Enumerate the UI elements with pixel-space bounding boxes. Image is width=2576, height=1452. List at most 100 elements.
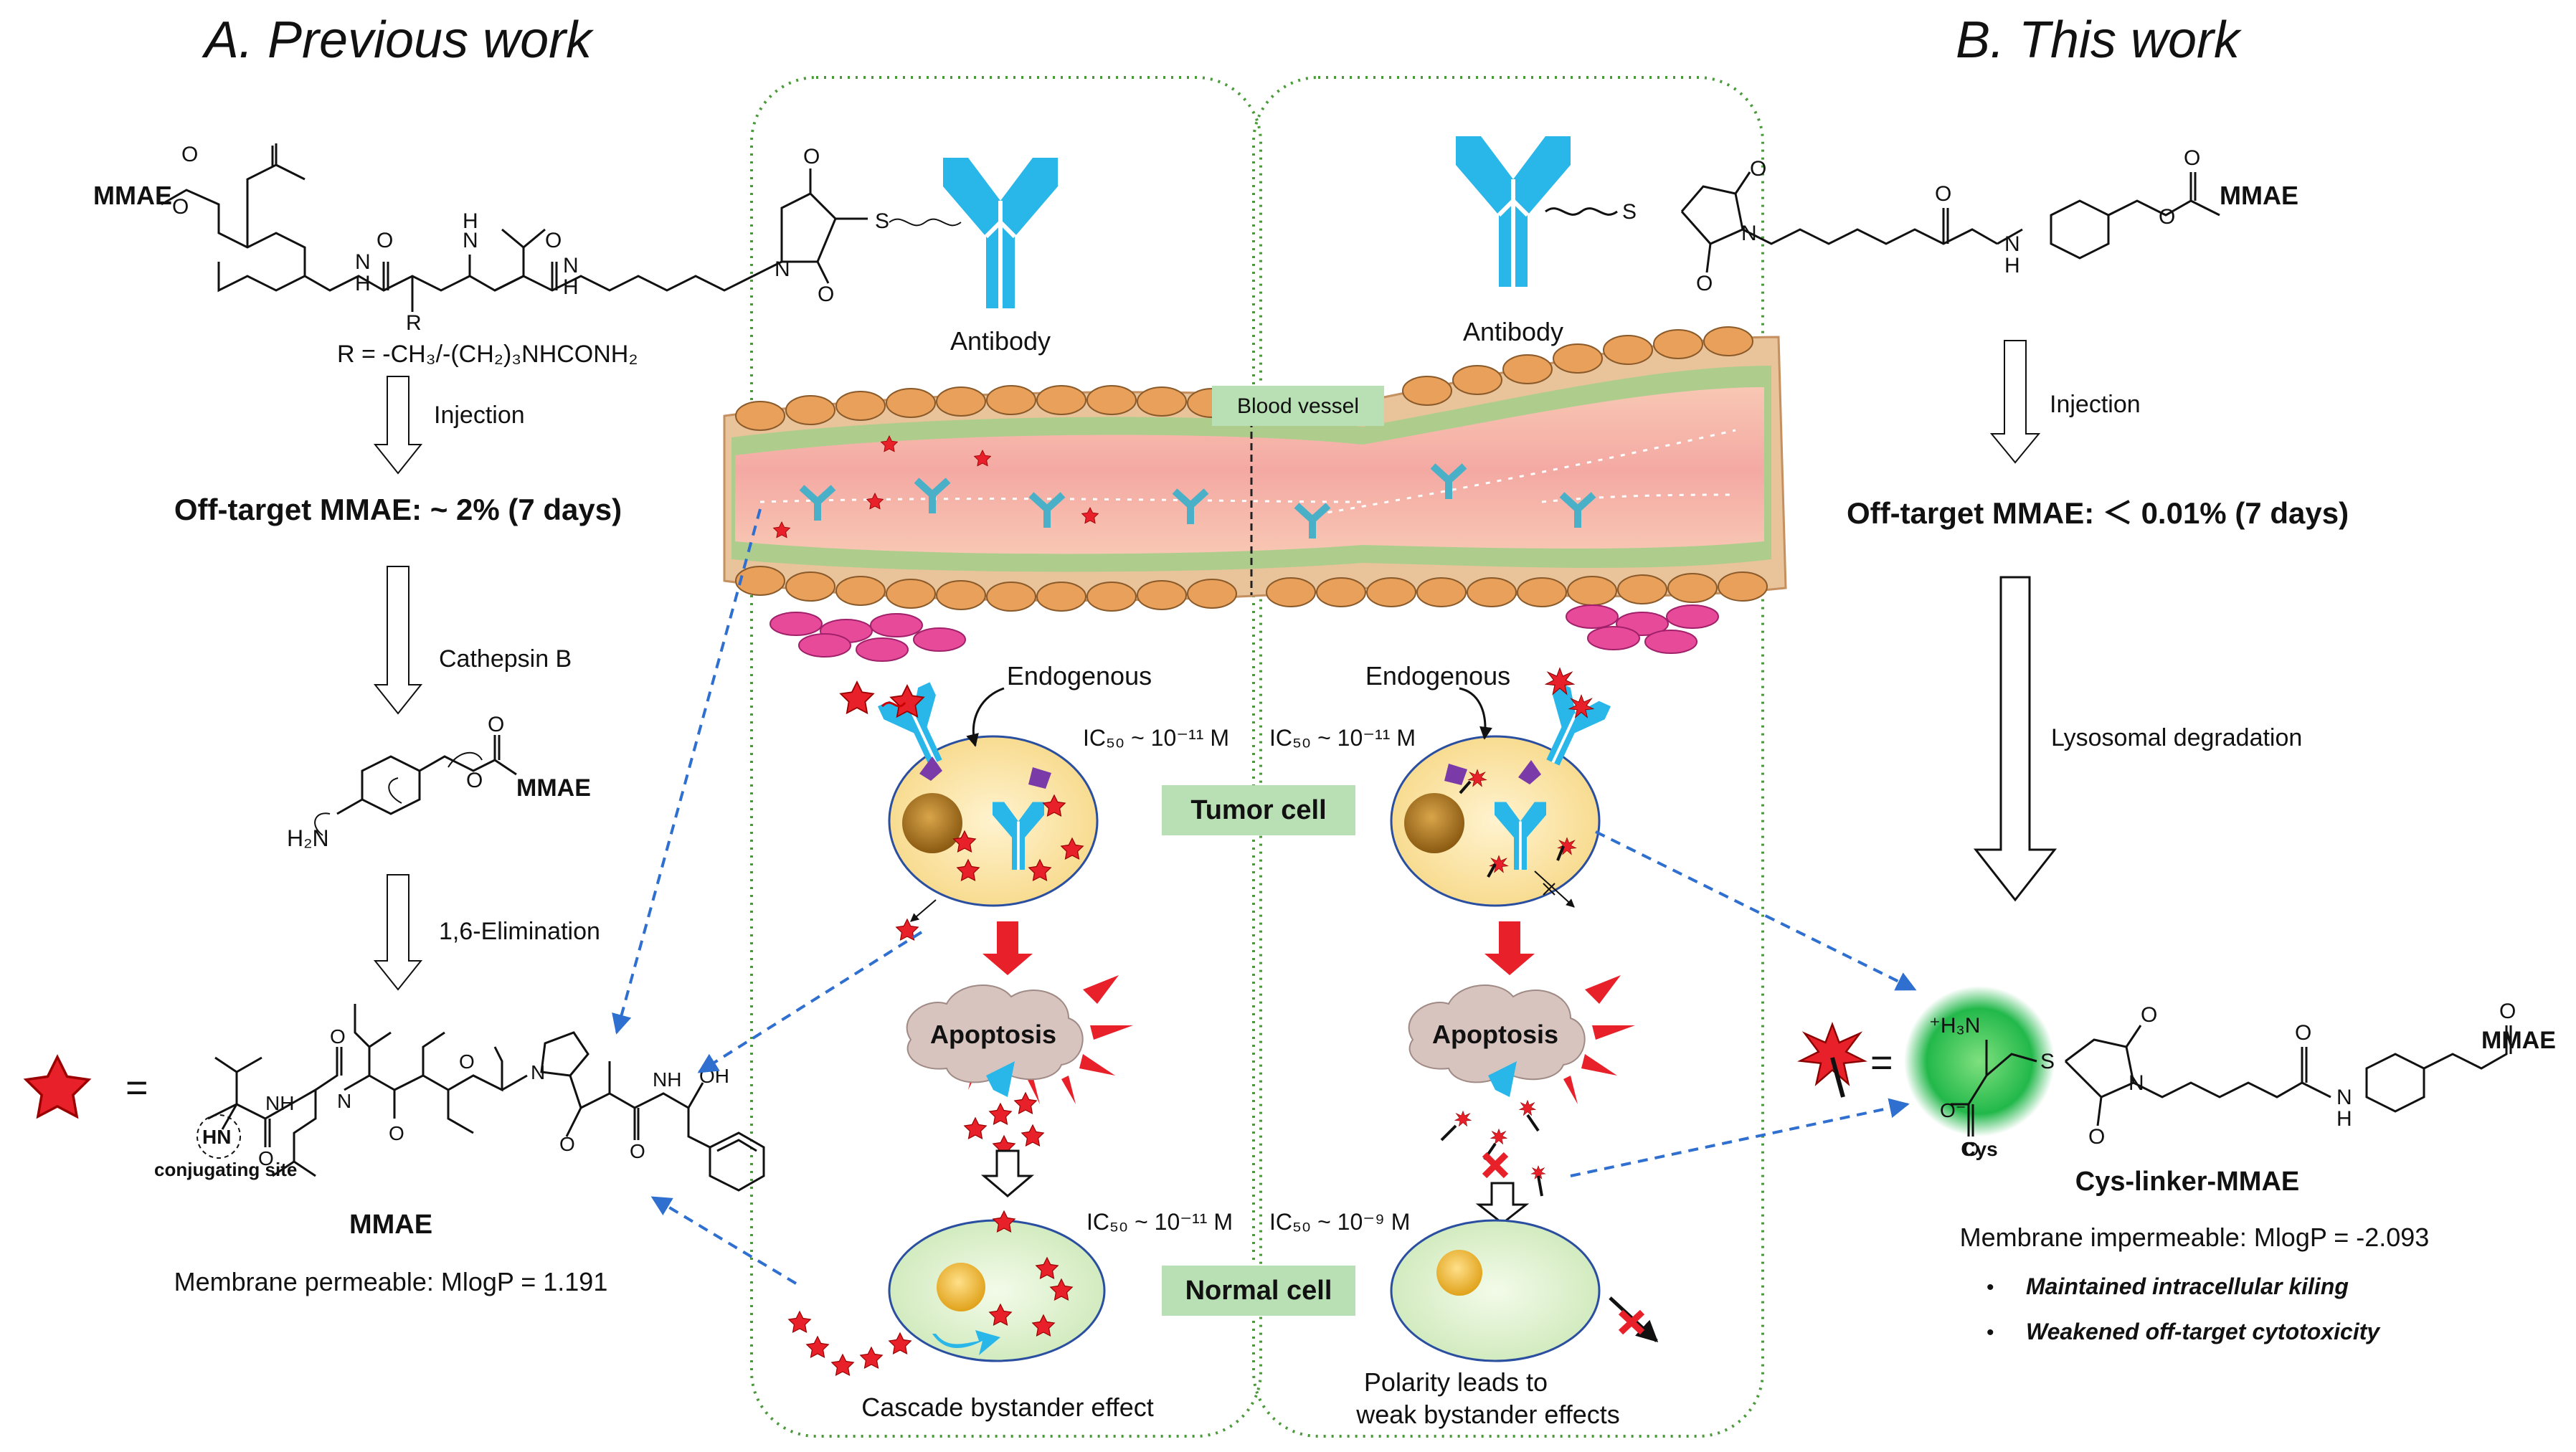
dashed-arrows [612,508,1917,1285]
right-h3n: ⁺H₃N [1929,1014,1980,1038]
normal-cell-label: Normal cell [1185,1276,1332,1306]
right-bullet-1: Maintained intracellular kiling [2026,1273,2349,1299]
apoptosis-left-icon [906,975,1133,1104]
conjugating-site-label: conjugating site [154,1159,297,1180]
right-cys-o: O [1964,1138,1979,1160]
left-mmae-n1: N [337,1090,351,1112]
right-bullet-2: Weakened off-target cytotoxicity [2026,1319,2381,1344]
ic50-normal-right: IC₅₀ ~ 10⁻⁹ M [1269,1209,1410,1235]
left-mmae-o3: O [389,1122,404,1144]
right-cys-o3: O [2088,1125,2105,1149]
right-product-name: Cys-linker-MMAE [2075,1167,2300,1197]
left-injection: Injection [434,402,525,429]
right-atom-n1: N [1741,222,1757,245]
left-r-definition: R = -CH₃/-(CH₂)₃NHCONH₂ [337,341,638,368]
left-mmae-o1: O [258,1147,274,1169]
polarity-caption-2: weak bystander effects [1355,1400,1620,1429]
panel-right [1252,76,1764,1438]
left-atom-o2: O [172,195,189,219]
left-cathepsin: Cathepsin B [439,645,572,673]
right-cys-mmae: MMAE [2481,1027,2556,1054]
left-atom-o1: O [181,143,198,166]
header-this: B. This work [1956,11,2243,69]
right-cys-h: H [2336,1107,2352,1131]
left-atom-o4: O [545,229,562,252]
right-atom-h: H [2004,254,2020,277]
right-impermeable: Membrane impermeable: MlogP = -2.093 [1960,1223,2430,1252]
left-atom-h2: H [463,209,478,233]
antibody-right-icon [1456,136,1571,287]
cascade-caption: Cascade bystander effect [861,1392,1154,1422]
left-atom-o3: O [377,229,393,252]
left-mmae-o6: O [630,1140,645,1162]
right-atom-o2: O [1696,272,1713,295]
right-mmae-label: MMAE [2220,181,2298,210]
right-cys-structure [1951,1025,2512,1137]
endogenous-left: Endogenous [1007,661,1152,691]
right-atom-s: S [1622,200,1637,224]
left-mmae-hn: HN [202,1126,231,1148]
left-atom-n3: N [563,254,579,277]
right-cys-o4: O [2295,1021,2311,1045]
left-pabc-structure [314,735,517,836]
left-mmae-structure [196,1004,765,1192]
antibody-left-icon [943,158,1058,308]
cys-mmae-burst-icon [1799,1023,1866,1085]
right-injection: Injection [2050,391,2141,418]
left-elimination: 1,6-Elimination [439,918,600,945]
right-atom-o4: O [2184,146,2200,170]
polarity-caption-1: Polarity leads to [1364,1367,1548,1397]
blood-vessel-label-box [1212,386,1384,426]
apoptosis-right-icon [1408,975,1635,1104]
left-product-name: MMAE [349,1210,432,1240]
right-atom-o5: O [2159,205,2175,229]
tumor-cell-label-box [1162,785,1355,835]
left-pabc-o1: O [488,713,504,736]
left-pabc-o2: O [466,769,483,792]
left-mmae-n2: N [531,1061,545,1083]
right-cys-n: N [2128,1071,2144,1095]
blood-vessel-label: Blood vessel [1237,394,1359,418]
left-mmae-o4: O [459,1050,475,1073]
right-bullet-1-dot: • [1987,1276,1994,1299]
left-atom-n1: N [355,250,371,274]
cys-glow [1904,986,2055,1137]
ic50-normal-left: IC₅₀ ~ 10⁻¹¹ M [1086,1209,1233,1235]
mmae-star-icon [24,1055,90,1118]
left-atom-o6: O [818,283,834,306]
right-atom-o3: O [1935,182,1951,206]
left-atom-o5: O [803,145,820,169]
normal-cell-right [1390,1219,1659,1362]
left-atom-n2: N [463,229,478,252]
right-lysosomal: Lysosomal degradation [2051,724,2302,751]
blood-vessel: Blood vessel [723,326,1787,662]
antibody-right-label: Antibody [1463,317,1563,346]
panel-left [750,76,1262,1438]
left-off-target: Off-target MMAE: ~ 2% (7 days) [174,493,622,526]
right-cys-nh: N [2336,1086,2352,1109]
right-o-minus: O⁻ [1940,1099,1966,1121]
left-mmae-nh2: NH [653,1068,681,1091]
left-atom-h3: H [563,275,579,299]
left-atom-s: S [875,209,889,233]
apoptosis-right-label: Apoptosis [1432,1020,1558,1049]
ic50-tumor-right: IC₅₀ ~ 10⁻¹¹ M [1269,725,1416,751]
right-cys-o5: O [2499,1000,2516,1023]
left-star-equals: = [126,1066,148,1109]
ic50-tumor-left: IC₅₀ ~ 10⁻¹¹ M [1083,725,1229,751]
right-cys-s: S [2040,1050,2055,1073]
left-permeable: Membrane permeable: MlogP = 1.191 [174,1267,608,1296]
left-pabc-mmae: MMAE [516,774,591,802]
left-linker-structure [161,143,868,312]
left-mmae-oh: OH [699,1065,729,1087]
right-cys-label: Cys [1961,1138,1997,1160]
header-previous: A. Previous work [202,11,595,69]
right-atom-n2: N [2004,232,2020,256]
left-atom-r: R [406,311,422,335]
normal-cell-left [888,1210,1106,1362]
antibody-left-label: Antibody [950,326,1051,356]
right-atom-o1: O [1750,157,1766,181]
left-mmae-o5: O [559,1133,575,1155]
left-atom-h1: H [355,272,371,295]
